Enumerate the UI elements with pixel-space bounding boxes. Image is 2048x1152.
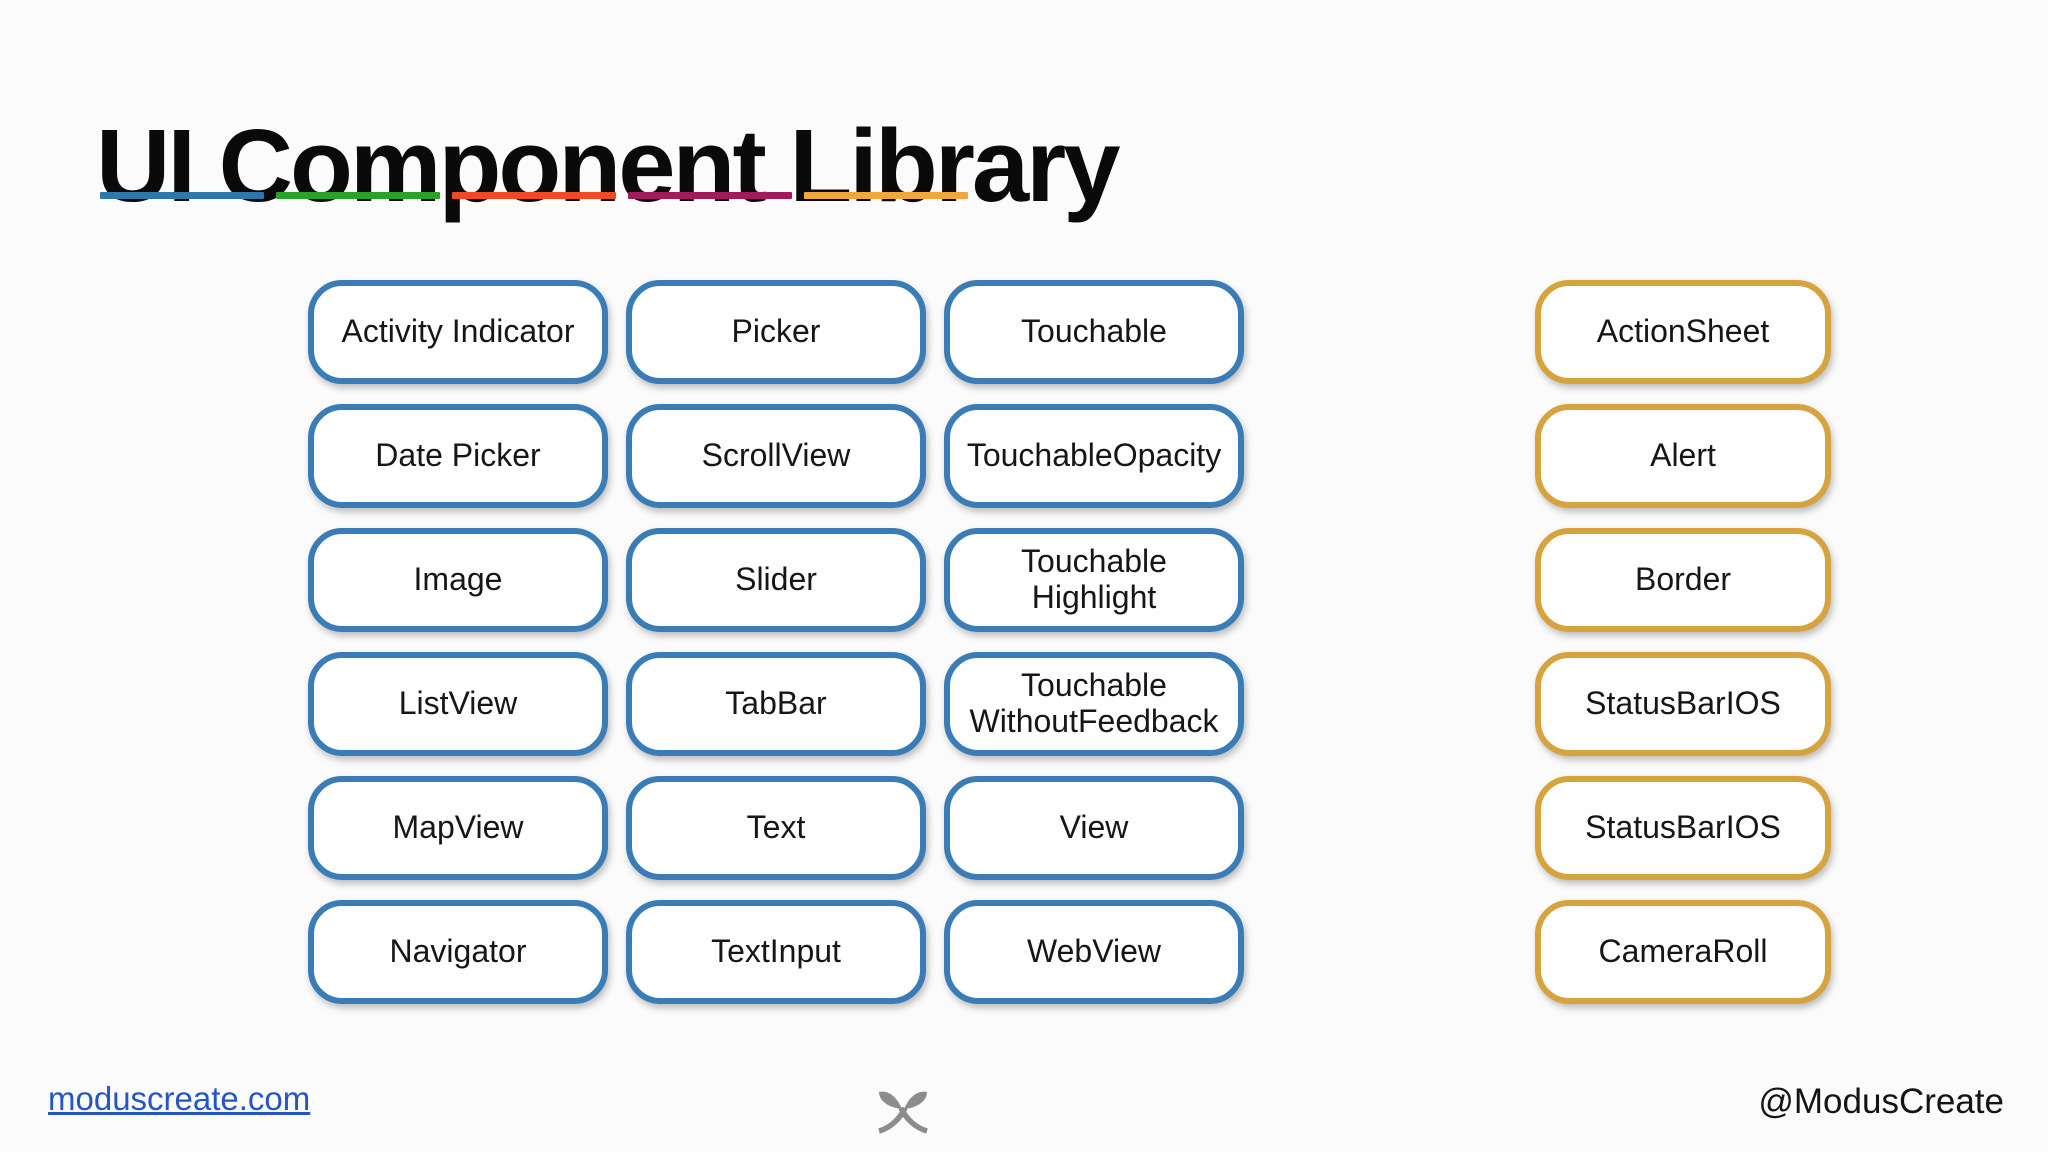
component-pill: Touchable WithoutFeedback [944, 652, 1244, 756]
component-pill-label: Image [413, 561, 503, 598]
component-pill: View [944, 776, 1244, 880]
component-pill-label: Touchable [1021, 313, 1167, 350]
component-pill-label: ActionSheet [1596, 313, 1770, 350]
component-pill-label: View [1059, 809, 1129, 846]
component-pill-label: CameraRoll [1598, 933, 1768, 970]
component-pill-label: StatusBarIOS [1585, 685, 1781, 722]
component-pill: Slider [626, 528, 926, 632]
component-pill-label: TabBar [725, 685, 827, 722]
component-pill-label: TextInput [711, 933, 841, 970]
component-pill: TouchableOpacity [944, 404, 1244, 508]
website-link[interactable]: moduscreate.com [48, 1080, 311, 1117]
component-pill: TabBar [626, 652, 926, 756]
page-title: UI Component Library [96, 108, 1121, 223]
component-pill-label: Alert [1650, 437, 1716, 474]
component-pill: Picker [626, 280, 926, 384]
component-pill-label: ListView [398, 685, 518, 722]
component-pill: Navigator [308, 900, 608, 1004]
component-pill: TextInput [626, 900, 926, 1004]
component-pill-label: TouchableOpacity [966, 437, 1222, 474]
component-pill: StatusBarIOS [1535, 652, 1831, 756]
modus-create-leaves-logo-icon [876, 1088, 930, 1136]
title-underline [100, 192, 968, 199]
component-pill-label: MapView [392, 809, 524, 846]
ios-components-grid: ActionSheet Alert Border StatusBarIOS St… [1535, 280, 1831, 1004]
component-pill: MapView [308, 776, 608, 880]
underline-bar [804, 192, 968, 199]
component-pill-label: Activity Indicator [341, 313, 575, 350]
component-pill-label: Picker [731, 313, 821, 350]
component-pill-label: Text [746, 809, 806, 846]
component-pill: WebView [944, 900, 1244, 1004]
component-pill-label: StatusBarIOS [1585, 809, 1781, 846]
underline-bar [276, 192, 440, 199]
underline-bar [628, 192, 792, 199]
component-pill: ActionSheet [1535, 280, 1831, 384]
component-pill: Text [626, 776, 926, 880]
component-pill-label: Touchable WithoutFeedback [969, 667, 1219, 739]
core-components-grid: Activity Indicator Picker Touchable Date… [308, 280, 1244, 1004]
underline-bar [452, 192, 616, 199]
component-pill-label: WebView [1027, 933, 1161, 970]
component-pill-label: ScrollView [701, 437, 851, 474]
component-pill: Touchable [944, 280, 1244, 384]
component-pill: Image [308, 528, 608, 632]
component-pill: CameraRoll [1535, 900, 1831, 1004]
component-pill: Touchable Highlight [944, 528, 1244, 632]
component-pill: ScrollView [626, 404, 926, 508]
component-pill-label: Navigator [389, 933, 527, 970]
component-pill: Date Picker [308, 404, 608, 508]
component-pill-label: Date Picker [375, 437, 541, 474]
component-pill: StatusBarIOS [1535, 776, 1831, 880]
component-pill: Activity Indicator [308, 280, 608, 384]
component-pill: Alert [1535, 404, 1831, 508]
component-pill: Border [1535, 528, 1831, 632]
component-pill: ListView [308, 652, 608, 756]
component-pill-label: Border [1634, 561, 1732, 598]
component-pill-label: Slider [735, 561, 817, 598]
twitter-handle: @ModusCreate [1758, 1082, 2004, 1121]
component-pill-label: Touchable Highlight [1021, 543, 1167, 615]
underline-bar [100, 192, 264, 199]
